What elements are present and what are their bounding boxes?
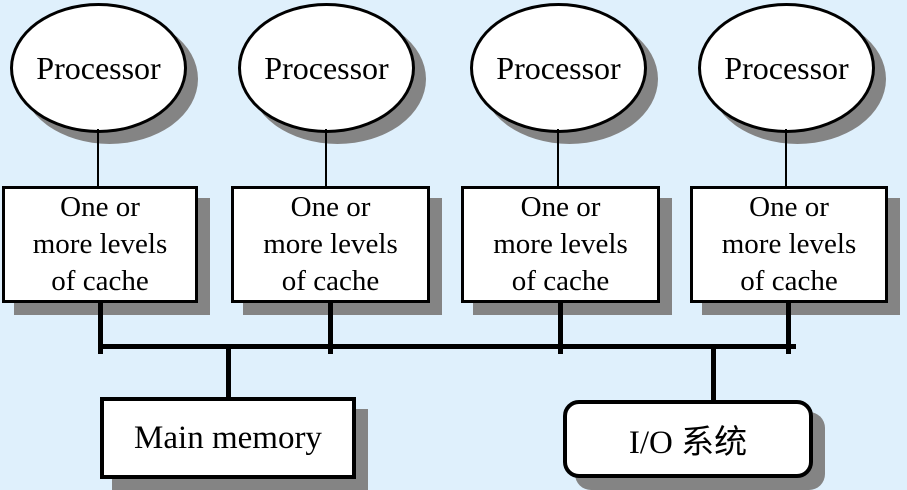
- processor-label: Processor: [496, 49, 621, 86]
- cache-label-line: One or: [290, 191, 371, 223]
- cache-label-line: more levels: [493, 228, 628, 260]
- processor-cache-connector: [97, 129, 99, 188]
- bus-memory-connector: [226, 346, 231, 399]
- processor-ellipse: Processor: [470, 3, 647, 133]
- cache-label-line: of cache: [511, 265, 610, 297]
- processor-label: Processor: [724, 49, 849, 86]
- io-system-label: I/O 系统: [628, 425, 748, 461]
- cache-bus-connector: [98, 301, 103, 354]
- processor-label: Processor: [36, 49, 161, 86]
- cache-box: One or more levels of cache: [690, 186, 888, 303]
- processor-ellipse: Processor: [10, 3, 187, 133]
- cache-bus-connector: [558, 301, 563, 354]
- main-memory-box: Main memory: [100, 397, 356, 479]
- cache-label-line: of cache: [51, 265, 149, 297]
- processor-cache-connector: [785, 129, 787, 188]
- cache-label-line: One or: [520, 191, 601, 223]
- processor-cache-connector: [325, 129, 327, 188]
- processor-cache-connector: [557, 129, 559, 188]
- cache-label-line: more levels: [721, 228, 857, 260]
- cache-label-line: of cache: [281, 265, 380, 297]
- processor-ellipse: Processor: [238, 3, 415, 133]
- cache-box: One or more levels of cache: [231, 186, 430, 303]
- bus-io-connector: [711, 346, 716, 402]
- cache-label-line: more levels: [32, 228, 168, 260]
- main-memory-label: Main memory: [134, 419, 322, 456]
- cache-box: One or more levels of cache: [2, 186, 198, 303]
- processor-label: Processor: [264, 49, 389, 86]
- shared-bus-line: [98, 344, 796, 349]
- io-system-box: I/O 系统: [563, 400, 813, 478]
- processor-ellipse: Processor: [698, 3, 875, 133]
- cache-label-line: One or: [60, 191, 140, 223]
- cache-label-line: One or: [749, 191, 829, 223]
- cache-box: One or more levels of cache: [461, 186, 660, 303]
- cache-label-line: more levels: [263, 228, 398, 260]
- cache-bus-connector: [328, 301, 333, 354]
- cache-label-line: of cache: [740, 265, 838, 297]
- cache-bus-connector: [786, 301, 791, 354]
